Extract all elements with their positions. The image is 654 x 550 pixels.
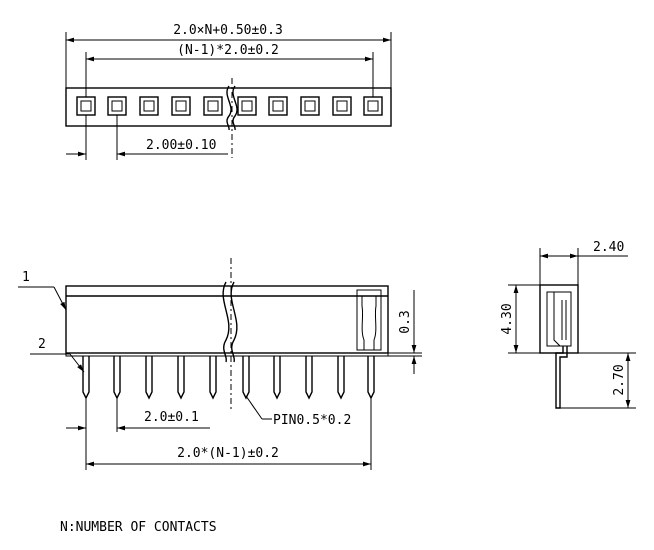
end-slot <box>356 289 382 351</box>
contact-pad <box>76 96 96 116</box>
overall-dim-label: 2.0×N+0.50±0.3 <box>173 23 283 38</box>
side-height-dim-label: 4.30 <box>500 303 515 334</box>
contact-pad <box>139 96 159 116</box>
pin <box>113 356 121 400</box>
span-dim-label: (N-1)*2.0±0.2 <box>177 43 279 58</box>
contact-pad <box>300 96 320 116</box>
front-pitch-dim-label: 2.0±0.1 <box>144 410 199 425</box>
top-view: 2.0×N+0.50±0.3 (N-1)*2.0±0.2 2.00±0.10 <box>65 23 392 160</box>
break-line <box>232 85 238 131</box>
side-pin <box>555 346 568 409</box>
pin <box>242 356 250 400</box>
front-pins <box>82 356 375 400</box>
top-pitch-dim-label: 2.00±0.10 <box>146 138 216 153</box>
break-line <box>230 281 238 363</box>
drawing-note: N:NUMBER OF CONTACTS <box>60 520 217 535</box>
pin <box>273 356 281 400</box>
contact-pad <box>332 96 352 116</box>
contact-pad <box>268 96 288 116</box>
contact-pad <box>363 96 383 116</box>
top-housing <box>65 87 392 127</box>
contact-pad <box>203 96 223 116</box>
side-housing <box>539 284 579 354</box>
contact-pad <box>171 96 191 116</box>
front-view: 1 2 0.3 2.0±0.1 PIN0.5*0.2 2.0*(N-1)±0.2 <box>18 258 422 470</box>
top-contacts <box>76 96 383 116</box>
side-pin-length-dim-label: 2.70 <box>612 364 627 395</box>
break-line <box>222 281 230 363</box>
pin <box>82 356 90 400</box>
callout-2: 2 <box>38 337 46 352</box>
pin <box>209 356 217 400</box>
front-span-dim-label: 2.0*(N-1)±0.2 <box>177 446 279 461</box>
pin <box>145 356 153 400</box>
pin <box>177 356 185 400</box>
pin <box>337 356 345 400</box>
contact-pad <box>107 96 127 116</box>
pin <box>367 356 375 400</box>
contact-pad <box>237 96 257 116</box>
side-view: 2.40 4.30 2.70 <box>500 240 636 409</box>
side-width-dim-label: 2.40 <box>593 240 624 255</box>
pin-label: PIN0.5*0.2 <box>273 413 351 428</box>
pin <box>305 356 313 400</box>
standoff-dim-label: 0.3 <box>398 310 413 333</box>
callout-1: 1 <box>22 270 30 285</box>
break-line <box>226 85 232 131</box>
